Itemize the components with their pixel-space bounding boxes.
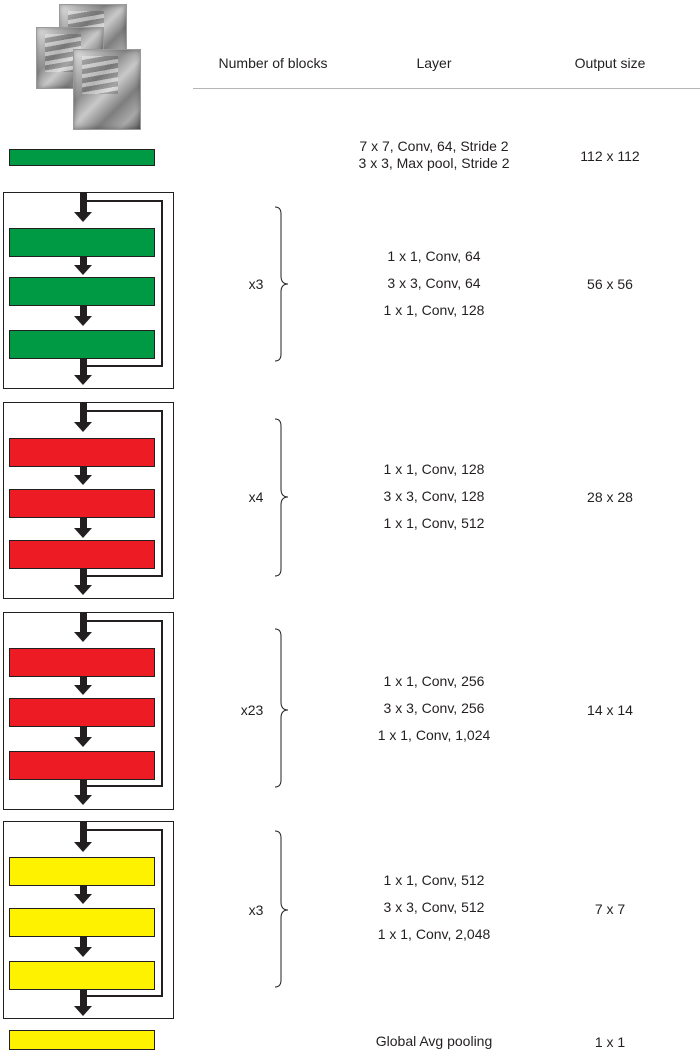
stage-1-conv-block-1 (9, 228, 155, 257)
arrow-down-icon (74, 375, 92, 385)
stage-2-conv-block-3 (9, 540, 155, 569)
arrow-down-icon (74, 1006, 92, 1016)
stage-1-brace (274, 206, 289, 362)
stage-3-repeat-count: x23 (240, 702, 264, 718)
arrow-down-icon (74, 842, 92, 852)
stage-4-output-size: 7 x 7 (594, 901, 626, 917)
stage-4-layer-2: 3 x 3, Conv, 512 (383, 899, 485, 915)
stage-3-frame (3, 612, 174, 810)
stage-1-output-size: 56 x 56 (587, 276, 633, 292)
arrow-down-icon (74, 528, 92, 538)
stage-2-layer-1: 1 x 1, Conv, 128 (383, 461, 485, 477)
arrow-down-icon (74, 947, 92, 957)
stage-4-layer-1: 1 x 1, Conv, 512 (383, 872, 485, 888)
stage-3-output-size: 14 x 14 (587, 702, 633, 718)
stage-3-layer-3: 1 x 1, Conv, 1,024 (377, 727, 491, 743)
stage-3-conv-block-3 (9, 751, 155, 780)
stage-4-conv-block-3 (9, 961, 155, 990)
stage-4-repeat-count: x3 (248, 902, 264, 918)
stage-2-layer-3: 1 x 1, Conv, 512 (383, 515, 485, 531)
stage-1-layer-1: 1 x 1, Conv, 64 (387, 248, 481, 264)
header-divider (193, 88, 700, 89)
stage-4-frame (3, 821, 174, 1019)
stem-layer-line-2: 3 x 3, Max pool, Stride 2 (358, 155, 510, 171)
skip-connection-arrow (83, 410, 163, 577)
stem-output-size: 112 x 112 (580, 148, 640, 164)
stage-2-conv-block-1 (9, 438, 155, 467)
stage-4-brace (274, 830, 289, 988)
arrow-down-icon (74, 737, 92, 747)
skip-connection-arrow (83, 200, 163, 367)
skip-connection-arrow (83, 829, 163, 997)
stage-3-conv-block-1 (9, 648, 155, 677)
header-layer: Layer (416, 55, 452, 71)
stage-1-conv-block-3 (9, 330, 155, 359)
stage-1-layer-3: 1 x 1, Conv, 128 (383, 302, 485, 318)
stage-4-conv-block-2 (9, 908, 155, 937)
stage-2-frame (3, 402, 174, 599)
stage-2-brace (274, 418, 289, 577)
stage-4-layer-3: 1 x 1, Conv, 2,048 (377, 926, 491, 942)
global-avg-pool-block (9, 1030, 155, 1050)
stage-3-conv-block-2 (9, 698, 155, 727)
stage-1-frame (3, 192, 174, 389)
arrow-down-icon (74, 475, 92, 485)
stage-2-output-size: 28 x 28 (587, 489, 633, 505)
arrow-down-icon (74, 265, 92, 275)
skip-connection-arrow (83, 620, 163, 787)
header-number-of-blocks: Number of blocks (218, 55, 328, 71)
stage-2-conv-block-2 (9, 489, 155, 518)
stage-2-repeat-count: x4 (248, 489, 264, 505)
pool-layer-label: Global Avg pooling (375, 1033, 493, 1049)
arrow-down-icon (74, 685, 92, 695)
pool-output-size: 1 x 1 (594, 1034, 626, 1050)
header-output-size: Output size (574, 55, 646, 71)
arrow-down-icon (74, 422, 92, 432)
stage-1-layer-2: 3 x 3, Conv, 64 (387, 275, 481, 291)
stage-3-layer-1: 1 x 1, Conv, 256 (383, 673, 485, 689)
stem-conv-block (9, 149, 155, 166)
arrow-down-icon (74, 894, 92, 904)
stem-layer-line-1: 7 x 7, Conv, 64, Stride 2 (359, 138, 509, 154)
arrow-down-icon (74, 795, 92, 805)
stage-3-brace (274, 628, 289, 788)
arrow-down-icon (74, 632, 92, 642)
arrow-down-icon (74, 316, 92, 326)
arrow-down-icon (74, 212, 92, 222)
stage-2-layer-2: 3 x 3, Conv, 128 (383, 488, 485, 504)
arrow-down-icon (74, 585, 92, 595)
stage-3-layer-2: 3 x 3, Conv, 256 (383, 700, 485, 716)
stage-4-conv-block-1 (9, 857, 155, 886)
stage-1-conv-block-2 (9, 277, 155, 306)
stage-1-repeat-count: x3 (248, 276, 264, 292)
